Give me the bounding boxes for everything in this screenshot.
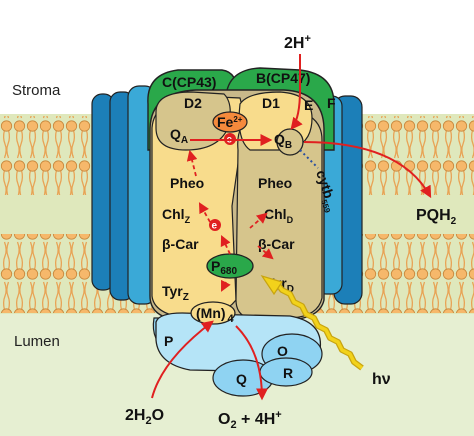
water-arrow [151,320,214,399]
bcar-right-label: β-Car [258,236,295,252]
o-label: O [277,343,288,359]
e-label: E [304,97,313,113]
electron-path [186,149,274,292]
chlz-label: ChlZ [162,206,191,225]
stroma-label: Stroma [12,82,61,99]
d1-label: D1 [262,95,280,111]
photon-arrowhead [260,274,283,296]
oxygen-label: O2 + 4H+ [218,409,282,431]
cp47-label: B(CP47) [256,70,310,86]
qa-label: QA [170,126,188,146]
qb-site [276,128,304,156]
light-label: hν [372,371,391,388]
qb-label: QB [274,131,292,151]
chld-label: ChlD [264,206,294,225]
protons-in-arrow [290,54,303,130]
protons-in-label: 2H+ [284,33,311,52]
cytb-path [299,149,319,169]
water-label: 2H2O [125,407,164,427]
pqh2-label: PQH2 [416,207,457,227]
pheo-right-label: Pheo [258,175,292,191]
pqh2-arrow [303,141,432,199]
cp43-label: C(CP43) [162,74,216,90]
q-label: Q [236,371,247,387]
d2-label: D2 [184,95,202,111]
r-label: R [283,365,293,381]
f-label: F [327,95,336,111]
oxygen-arrow [235,325,268,401]
lumen-label: Lumen [14,333,60,350]
p680-label: P680 [211,258,237,277]
tyrz-label: TyrZ [162,283,189,303]
svg-text:e: e [212,221,218,232]
p-label: P [164,333,173,349]
bcar-left-label: β-Car [162,236,199,252]
iron-ion [212,111,248,133]
pheo-left-label: Pheo [170,175,204,191]
mn-label: (Mn)4 [196,305,235,325]
photosystem-ii-complex [91,67,363,397]
electron-marker-2: e [209,219,221,232]
fe-label: Fe2+ [217,114,243,130]
photon-wave [274,280,364,370]
